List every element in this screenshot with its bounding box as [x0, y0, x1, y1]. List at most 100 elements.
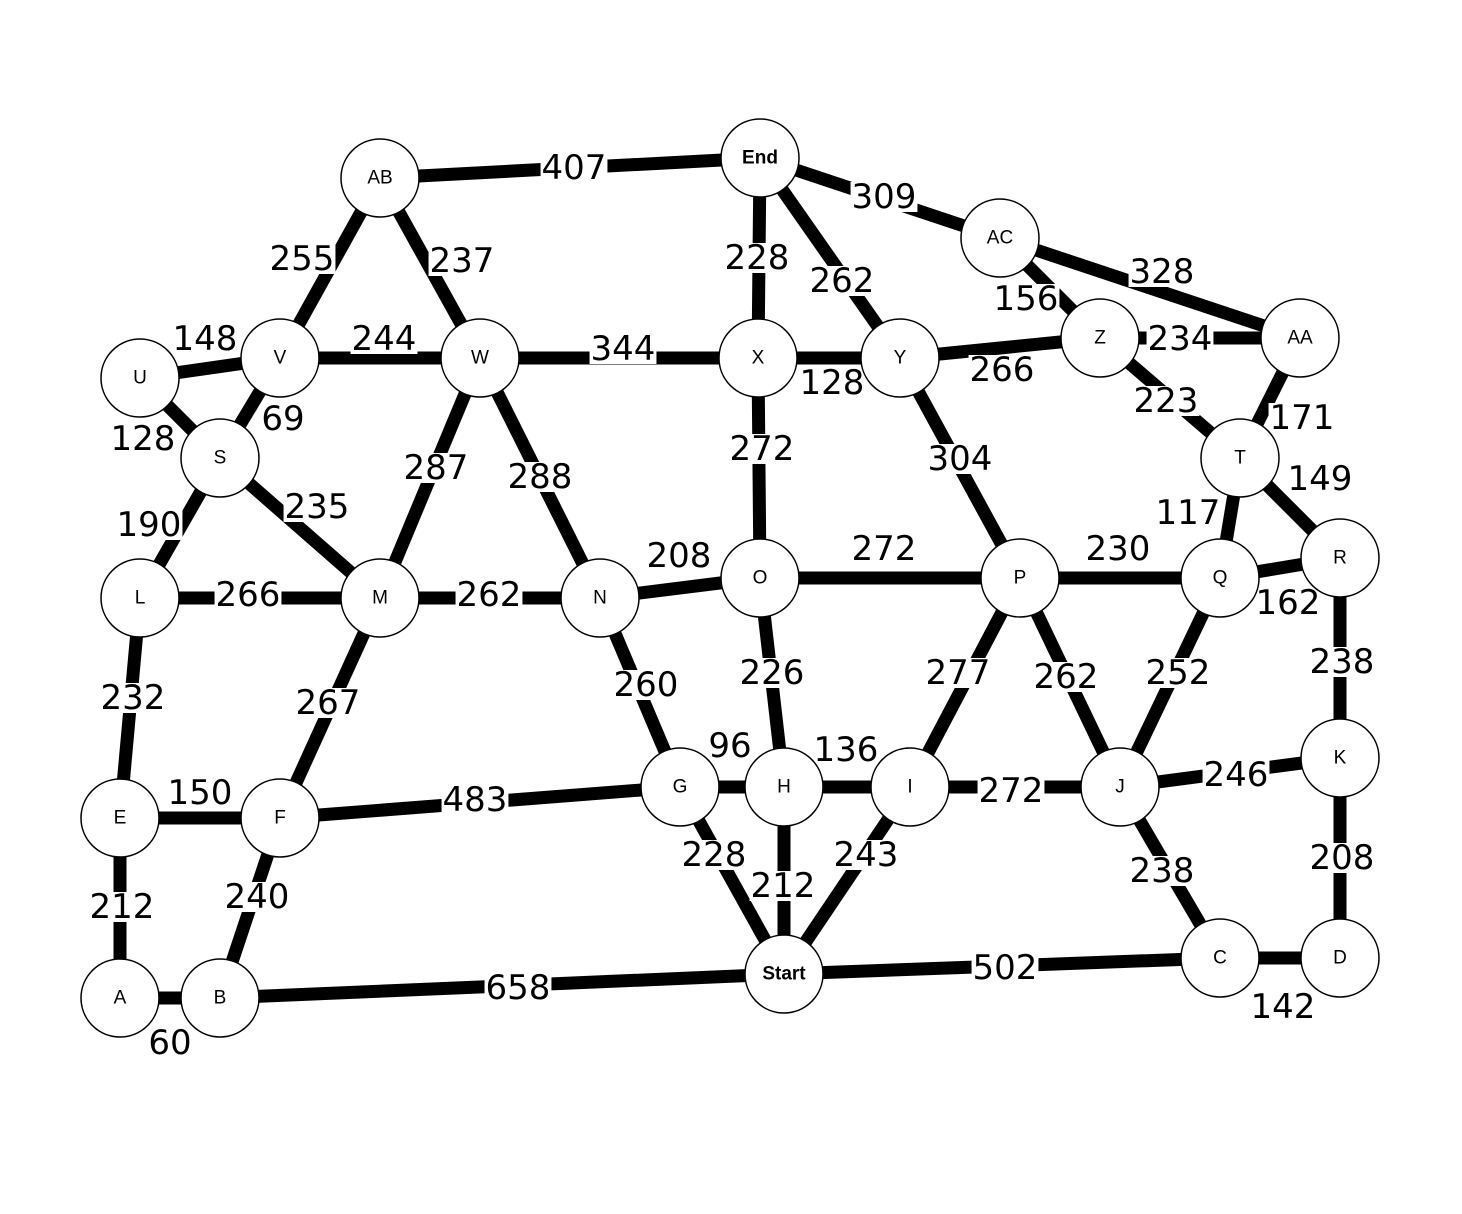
node-c: C	[1180, 918, 1260, 998]
edge-weight-text: 407	[542, 148, 607, 188]
node-n: N	[560, 558, 640, 638]
edge-weight-background	[738, 658, 806, 688]
node-g: G	[640, 747, 720, 827]
edge-weight-u-v: 148	[171, 319, 239, 359]
edge-weight-n-o: 208	[645, 536, 713, 576]
node-i: I	[870, 747, 950, 827]
node-x: X	[718, 318, 798, 398]
node-w: W	[440, 318, 520, 398]
edge-weight-text: 232	[101, 678, 166, 718]
node-circle	[860, 318, 940, 398]
edge-weight-background	[968, 355, 1036, 385]
edge-weight-background	[294, 688, 362, 718]
edge-weight-background	[1286, 464, 1354, 494]
edge-weight-text: 150	[168, 773, 233, 813]
edge-weight-w-m: 287	[402, 448, 470, 488]
edge-weight-n-g: 260	[612, 665, 680, 705]
node-circle	[1180, 538, 1260, 618]
node-circle	[720, 538, 800, 618]
edge-weight-z-t: 223	[1132, 381, 1200, 421]
edge-weight-text: 272	[730, 429, 795, 469]
edge-weight-background	[924, 658, 992, 688]
edge-weight-j-k: 246	[1202, 755, 1270, 795]
edge-weight-end-ac: 309	[850, 177, 918, 217]
edge-weight-text: 309	[852, 177, 917, 217]
edge-weight-background	[484, 973, 552, 1003]
edge-weight-text: 344	[591, 329, 656, 369]
edge-weight-m-n: 262	[455, 575, 523, 615]
edge-weight-background	[707, 731, 753, 761]
edge-weight-k-d: 208	[1308, 838, 1376, 878]
node-label: O	[753, 568, 768, 589]
edge-weight-text: 149	[1288, 459, 1353, 499]
node-t: T	[1200, 418, 1280, 498]
edge-weight-background	[283, 492, 351, 522]
edge-weight-text: 262	[810, 261, 875, 301]
edge-weight-text: 128	[800, 363, 865, 403]
edge-weight-v-w: 244	[350, 319, 418, 359]
node-circle	[720, 118, 800, 198]
node-label: W	[471, 348, 489, 369]
node-r: R	[1300, 518, 1380, 598]
edge-weight-background	[166, 778, 234, 808]
edge-weight-l-e: 232	[99, 678, 167, 718]
edge-weight-background	[798, 368, 866, 398]
edge-weight-x-y: 128	[798, 363, 866, 403]
edge-weight-w-n: 288	[506, 457, 574, 497]
edge-weight-background	[1202, 760, 1270, 790]
node-circle	[100, 338, 180, 418]
node-label: AB	[367, 168, 392, 189]
node-label: AA	[1287, 328, 1313, 349]
edge-weight-background	[589, 334, 657, 364]
node-label: I	[907, 777, 912, 798]
edge-weight-background	[428, 246, 496, 276]
edge-weight-b-start: 658	[484, 968, 552, 1008]
node-q: Q	[1180, 538, 1260, 618]
edge-weight-text: 69	[261, 399, 304, 439]
edge-weight-h-i: 136	[812, 730, 880, 770]
edge-weight-background	[540, 153, 608, 183]
node-label: X	[752, 348, 765, 369]
edge-weight-text: 238	[1310, 642, 1375, 682]
node-label: E	[114, 808, 127, 829]
node-circle	[744, 934, 824, 1014]
edge-weight-background	[1128, 257, 1196, 287]
edge-weight-text: 240	[225, 877, 290, 917]
node-o: O	[720, 538, 800, 618]
edge-weight-t-r: 149	[1286, 459, 1354, 499]
edge-weight-text: 267	[296, 683, 361, 723]
edge-weight-z-aa: 234	[1146, 319, 1214, 359]
edge-weight-background	[1249, 992, 1317, 1022]
node-label: Y	[894, 348, 907, 369]
edge-weight-background	[645, 541, 713, 571]
edge-weight-a-b: 60	[147, 1023, 193, 1063]
node-label: Start	[762, 964, 806, 985]
node-k: K	[1300, 718, 1380, 798]
edge-weight-text: 226	[740, 653, 805, 693]
node-start: Start	[744, 934, 824, 1014]
edge-weight-background	[1128, 856, 1196, 886]
edge-weight-q-r: 162	[1254, 583, 1322, 623]
edge-weight-background	[812, 735, 880, 765]
edge-end-y	[754, 154, 906, 362]
node-m: M	[340, 558, 420, 638]
node-label: V	[274, 348, 287, 369]
edge-weight-end-y: 262	[808, 261, 876, 301]
node-label: Q	[1213, 568, 1228, 589]
edge-weight-background	[1144, 658, 1212, 688]
node-label: D	[1333, 948, 1347, 969]
node-circle	[1200, 418, 1280, 498]
edge-weight-background	[1254, 588, 1322, 618]
edge-weight-s-m: 235	[283, 487, 351, 527]
edge-weight-background	[977, 776, 1045, 806]
node-label: G	[673, 777, 688, 798]
edge-weight-text: 234	[1148, 319, 1213, 359]
edge-weight-s-l: 190	[115, 505, 183, 545]
node-label: J	[1115, 777, 1125, 798]
edge-weight-h-start: 212	[749, 866, 817, 906]
edge-weight-f-b: 240	[223, 877, 291, 917]
node-l: L	[100, 558, 180, 638]
edge-weight-o-h: 226	[738, 653, 806, 693]
